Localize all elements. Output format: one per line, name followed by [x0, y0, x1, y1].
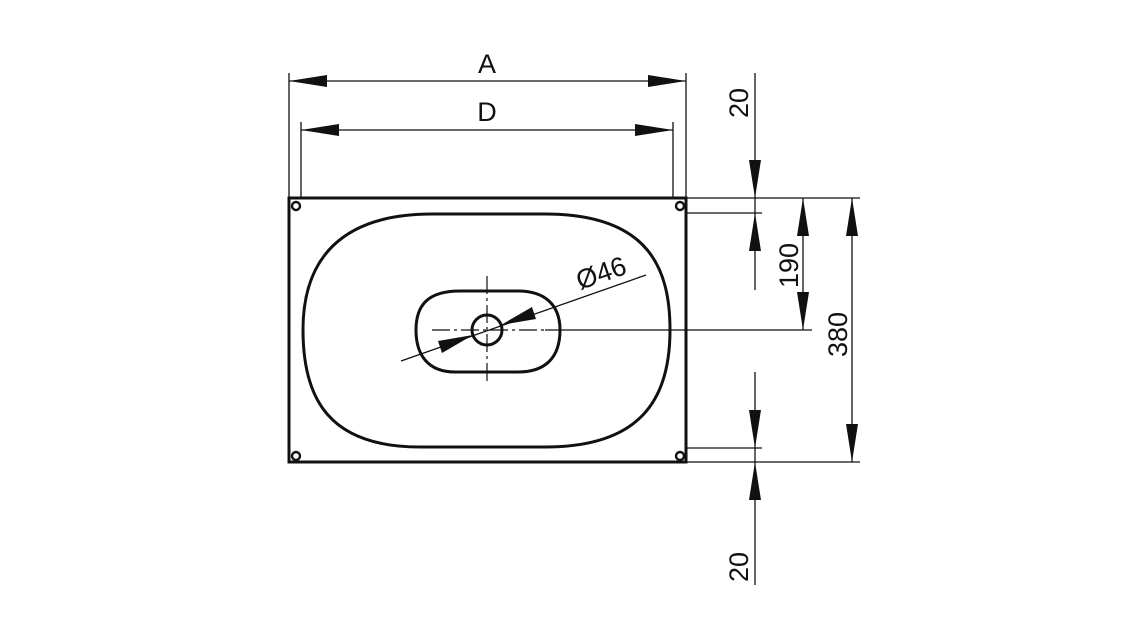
dimension-a-label: A	[478, 49, 496, 79]
dimension-top-20-arrow-up	[749, 213, 761, 251]
basin-bowl	[301, 212, 672, 449]
dimension-bottom-20-arrow-up	[749, 462, 761, 500]
mounting-hole-top-left	[290, 200, 302, 212]
dimension-d-label: D	[477, 97, 497, 127]
dimension-190-arrow-down	[797, 292, 809, 330]
dimension-top-20-label: 20	[724, 88, 754, 118]
diameter-arrow-right	[501, 307, 536, 325]
diameter-arrow-left	[438, 335, 473, 353]
dimension-d-arrow-right	[635, 124, 673, 136]
mounting-hole-top-right	[674, 200, 686, 212]
dimension-top-20-arrow-down	[749, 160, 761, 198]
dimension-d-arrow-left	[301, 124, 339, 136]
dimension-190-label: 190	[774, 243, 804, 288]
drain-recess	[414, 289, 562, 374]
dimension-380-arrow-up	[846, 198, 858, 236]
dimension-bottom-20-arrow-down	[749, 410, 761, 448]
mounting-hole-bottom-right	[674, 450, 686, 462]
dimension-a-arrow-right	[648, 75, 686, 87]
dimension-a-arrow-left	[289, 75, 327, 87]
dimension-bottom-20-label: 20	[724, 552, 754, 582]
dimension-190-arrow-up	[797, 198, 809, 236]
mounting-hole-bottom-left	[290, 450, 302, 462]
dimension-380-label: 380	[823, 312, 853, 357]
diameter-label: Ø46	[572, 251, 630, 296]
dimension-380-arrow-down	[846, 424, 858, 462]
